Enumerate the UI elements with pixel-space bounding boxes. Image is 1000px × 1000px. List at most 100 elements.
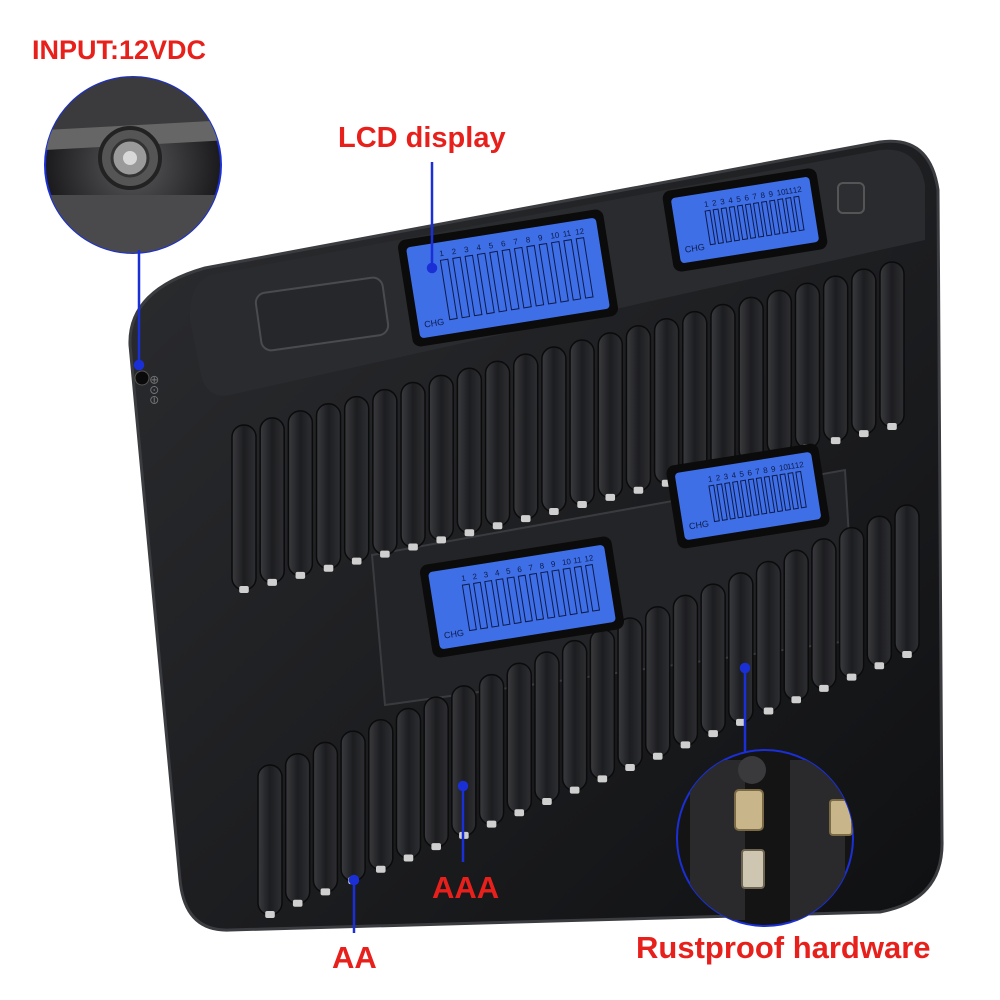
lcd-channel-number: 2 <box>472 572 478 582</box>
battery-slot <box>710 303 736 473</box>
battery-slot <box>368 719 394 873</box>
lcd-channel-number: 4 <box>731 471 737 481</box>
battery-slot <box>506 662 533 817</box>
lcd-channel-number: 9 <box>768 189 774 199</box>
battery-slot <box>625 325 652 494</box>
battery-slot <box>561 639 588 794</box>
lcd-channel-number: 4 <box>494 568 500 578</box>
lcd-channel-number: 5 <box>736 194 742 204</box>
battery-slot <box>312 741 339 896</box>
battery-slot <box>783 549 809 704</box>
battery-slot <box>400 381 426 551</box>
lcd-channel-number: 8 <box>760 191 766 201</box>
battery-slot <box>423 696 449 851</box>
battery-slot <box>794 282 821 452</box>
lcd-channel-number: 2 <box>715 473 721 483</box>
dc-input-port <box>134 370 150 386</box>
logo-panel <box>254 276 390 352</box>
battery-slot <box>755 560 782 715</box>
battery-slot <box>343 395 370 565</box>
battery-slot <box>738 296 764 466</box>
battery-slot <box>315 402 342 572</box>
battery-slot <box>653 317 680 487</box>
battery-slot <box>541 346 567 516</box>
lcd-channel-number: 10 <box>778 462 789 472</box>
lcd-channel-number: 2 <box>451 247 457 257</box>
lcd-channel-number: 12 <box>794 460 805 470</box>
battery-slot <box>456 367 483 537</box>
lcd-channel-number: 3 <box>723 472 729 482</box>
battery-slot <box>428 374 454 544</box>
lcd-channel-number: 7 <box>528 563 534 573</box>
lcd-channel-number: 10 <box>561 557 572 567</box>
lcd-channel-number: 11 <box>784 186 794 196</box>
battery-slot <box>700 583 726 738</box>
lcd-channel-number: 2 <box>711 198 717 208</box>
battery-slot <box>257 764 283 918</box>
battery-slot <box>569 339 595 508</box>
lcd-channel-number: 12 <box>792 185 803 195</box>
port-symbols: ⊖⊙⊕ <box>147 375 161 405</box>
callout-lcd-display: LCD display <box>338 122 506 154</box>
battery-slot <box>766 289 793 459</box>
lcd-channel-number: 1 <box>439 249 445 259</box>
lcd-channel-number: 5 <box>488 241 494 251</box>
lcd-channel-number: 12 <box>584 553 595 563</box>
battery-slot <box>728 572 754 726</box>
lcd-channel-number: 3 <box>720 197 726 207</box>
zoom-input-port <box>44 76 222 254</box>
lcd-channel-number: 12 <box>574 227 585 237</box>
battery-slot <box>879 261 905 430</box>
lcd-channel-number: 10 <box>776 187 787 197</box>
battery-slot <box>231 424 257 593</box>
lcd-channel-number: 1 <box>703 199 709 209</box>
battery-slot <box>617 617 643 772</box>
battery-slot <box>395 707 422 862</box>
lcd-channel-number: 7 <box>755 467 761 477</box>
battery-slot <box>811 538 837 692</box>
battery-slot <box>589 628 616 783</box>
battery-slot <box>597 332 624 501</box>
battery-slot <box>340 730 366 885</box>
battery-slot <box>672 594 699 749</box>
battery-slot <box>484 360 511 530</box>
lcd-channel-number: 1 <box>461 574 467 584</box>
lcd-channel-number: 6 <box>500 239 506 249</box>
lcd-channel-number: 6 <box>517 565 523 575</box>
callout-input: INPUT:12VDC <box>32 35 207 65</box>
lcd-channel-number: 8 <box>763 466 769 476</box>
battery-slots-top-row <box>231 261 905 593</box>
lcd-channel-number: 7 <box>752 192 758 202</box>
lcd-channel-number: 5 <box>505 566 511 576</box>
lcd-channel-number: 9 <box>770 464 776 474</box>
battery-slot <box>372 388 398 558</box>
lcd-channel-number: 6 <box>747 468 753 478</box>
lcd-channel-number: 11 <box>573 555 583 565</box>
battery-slot <box>822 275 849 445</box>
lcd-channel-number: 8 <box>525 235 531 245</box>
battery-slots-bottom-row <box>257 504 920 918</box>
callout-rustproof-hardware: Rustproof hardware <box>636 930 931 965</box>
lcd-chg-indicator: CHG <box>684 242 705 255</box>
battery-slot <box>894 504 920 658</box>
lcd-channel-number: 8 <box>539 561 545 571</box>
lcd-channel-number: 9 <box>537 233 543 243</box>
battery-slot <box>644 605 671 760</box>
battery-slot <box>866 515 893 670</box>
indicator-window <box>837 182 865 214</box>
battery-slot <box>851 268 877 438</box>
battery-slot <box>259 417 285 586</box>
lcd-channel-number: 9 <box>550 559 556 569</box>
lcd-chg-indicator: CHG <box>423 317 444 330</box>
leader-lines <box>133 162 751 933</box>
battery-slot <box>534 651 560 805</box>
lcd-channel-number: 10 <box>550 230 561 240</box>
battery-slot <box>478 673 505 828</box>
lcd-channel-number: 3 <box>483 570 489 580</box>
lcd-channel-number: 6 <box>744 193 750 203</box>
lcd-channel-number: 5 <box>739 469 745 479</box>
